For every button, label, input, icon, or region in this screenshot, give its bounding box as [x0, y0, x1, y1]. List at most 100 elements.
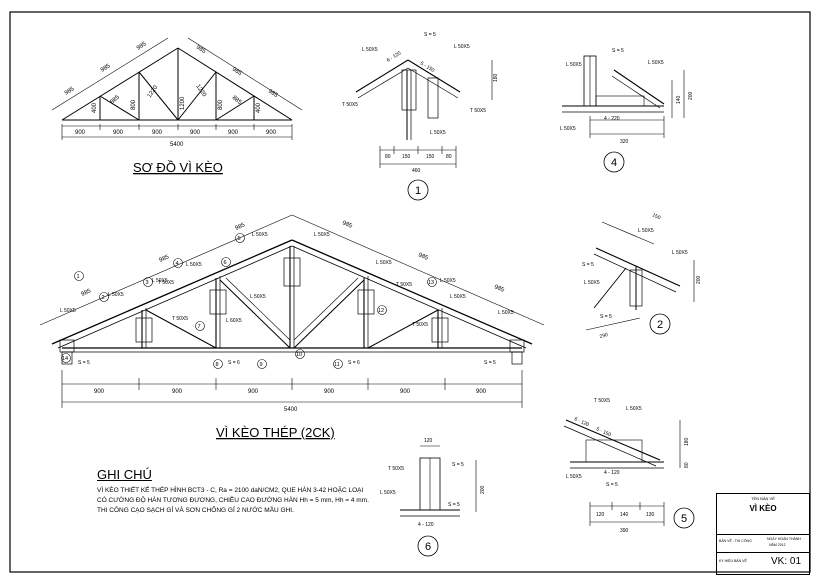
d1-label-2: S = 5	[424, 32, 436, 38]
schema-panel-3: 900	[152, 130, 163, 136]
truss-marker-7: 7	[198, 324, 201, 330]
truss-panel-6: 900	[476, 389, 487, 395]
truss-angle-5: L 50X5	[252, 232, 268, 238]
truss-angle-6: L 60X5	[226, 318, 242, 324]
d4-number: 4	[611, 157, 617, 169]
truss-top-left-2: 985	[158, 254, 170, 264]
schema-top-right-3: 985	[267, 89, 279, 100]
detail-6	[400, 445, 477, 557]
truss-marker-numbers: 1 2 3 4 5 6 7 8 9 10 11 12 13 14	[62, 236, 434, 368]
schema-vert-1: 400	[92, 102, 98, 113]
d5-label-6: L 50X5	[566, 474, 582, 480]
title-block-r1-a: BẢN VẼ : THI CÔNG	[719, 539, 752, 543]
truss-angle-12: L 50X5	[498, 310, 514, 316]
truss-marker-5: 5	[238, 236, 241, 242]
d2-label-1: L 50X5	[638, 228, 654, 234]
truss-title: VÌ KÈO THÉP (2CK)	[216, 425, 335, 440]
detail-1	[355, 59, 493, 201]
d6-label-4: S = 5	[448, 502, 460, 508]
d6-number: 6	[425, 541, 431, 553]
d1-label-7: 6 - 120	[386, 50, 403, 63]
d5-label-4: 6 - 120	[573, 416, 590, 428]
truss-member-labels: L 50X5 L 50X5 L 50X5 L 50X5 L 50X5 L 60X…	[60, 232, 514, 366]
truss-angle-2: L 50X5	[108, 292, 124, 298]
title-block-row-1: BẢN VẼ : THI CÔNG NGÀY HOÀN THÀNH NĂM 20…	[717, 534, 809, 551]
truss-angle-8: L 50X5	[314, 232, 330, 238]
truss-marker-8: 8	[216, 362, 219, 368]
truss-tee-2: T 50X5	[172, 316, 188, 322]
schema-panel-4: 900	[190, 130, 201, 136]
d1-dim-3: 150	[426, 154, 435, 160]
detail-5-labels: 120 140 130 390 180 80 T 50X5 L 50X5 5 -…	[566, 398, 690, 534]
title-block: TÊN BẢN VẼ VÌ KÈO BẢN VẼ : THI CÔNG NGÀY…	[716, 493, 810, 575]
truss-panel-1: 900	[94, 389, 105, 395]
schema-top-right-2: 985	[231, 67, 243, 78]
truss-panel-5: 900	[400, 389, 411, 395]
schema-panel-1: 900	[75, 130, 86, 136]
d1-label-4: T 50X5	[342, 102, 358, 108]
d5-dim-5: 180	[684, 437, 690, 446]
schema-vert-3: 1200	[180, 96, 186, 110]
schema-diag-1: 885	[109, 94, 121, 105]
d4-dim-3: 140	[676, 95, 682, 104]
truss-tee-3: T 50X5	[396, 282, 412, 288]
schema-diag-4: 885	[231, 95, 243, 106]
d2-label-2: L 50X5	[672, 250, 688, 256]
d6-dim-3: 4 - 120	[418, 522, 434, 528]
truss-panel-2: 900	[172, 389, 183, 395]
schema-vert-2: 800	[131, 99, 137, 110]
schema-top-left-1: 985	[64, 86, 76, 97]
schema-diag-2: 1220	[147, 84, 160, 99]
d4-label-3: L 50X5	[560, 126, 576, 132]
truss-weld-4: S = 5	[484, 360, 496, 366]
truss-marker-4: 4	[176, 261, 179, 267]
truss-dim-labels: 985 985 985 985 985 985 900 900 900 900 …	[80, 220, 505, 413]
d2-dim-1: 150	[651, 212, 661, 221]
schema-vert-5: 400	[256, 102, 262, 113]
truss-marker-3: 3	[146, 280, 149, 286]
d1-label-6: L 50X5	[430, 130, 446, 136]
detail-1-labels: 80 150 150 80 460 180 L 50X5 S = 5 L 50X…	[342, 32, 499, 197]
truss-top-left-3: 985	[234, 222, 246, 232]
truss-marker-14: 14	[62, 356, 68, 362]
d2-label-3: S = 5	[582, 262, 594, 268]
truss-marker-1: 1	[77, 274, 80, 280]
d5-number: 5	[681, 513, 687, 525]
truss-angle-1: L 50X5	[60, 308, 76, 314]
schema-top-left-3: 985	[136, 41, 148, 52]
truss-tee-1: T 50X5	[158, 280, 174, 286]
d1-number: 1	[415, 185, 421, 197]
truss-angle-7: L 50X5	[250, 294, 266, 300]
d1-label-5: T 50X5	[470, 108, 486, 114]
title-block-sheet-no: VK: 01	[771, 556, 802, 567]
truss-marker-13: 13	[428, 280, 434, 286]
d6-dim-1: 120	[424, 438, 433, 444]
title-block-r1-b: NGÀY HOÀN THÀNH	[767, 537, 801, 541]
d2-label-5: S = 5	[600, 314, 612, 320]
truss-schema	[51, 37, 303, 140]
main-truss	[39, 214, 545, 408]
detail-4-labels: 320 200 140 L 50X5 L 50X5 L 50X5 S = 5 4…	[560, 48, 694, 169]
d6-label-3: L 50X5	[380, 490, 396, 496]
d1-total: 460	[412, 168, 421, 174]
truss-top-right-3: 985	[493, 284, 505, 294]
title-block-sheet-label: KÝ HIỆU BẢN VẼ	[719, 559, 747, 563]
schema-total: 5400	[170, 142, 184, 148]
detail-6-labels: 120 200 4 - 120 T 50X5 S = 5 L 50X5 S = …	[380, 438, 486, 553]
truss-total: 5400	[284, 407, 298, 413]
truss-angle-3: L 50X5	[152, 278, 168, 284]
d4-label-1: L 50X5	[566, 62, 582, 68]
d4-dim-2: 200	[688, 91, 694, 100]
schema-title: SƠ ĐỒ VÌ KÈO	[133, 160, 223, 175]
d5-dim-3: 130	[646, 512, 655, 518]
d6-label-1: T 50X5	[388, 466, 404, 472]
detail-2	[585, 221, 695, 335]
truss-panel-3: 900	[248, 389, 259, 395]
detail-5	[563, 419, 695, 529]
title-block-small-title: TÊN BẢN VẼ	[751, 496, 775, 501]
truss-weld-1: S = 5	[78, 360, 90, 366]
d6-dim-2: 200	[480, 485, 486, 494]
detail-4	[562, 55, 685, 173]
